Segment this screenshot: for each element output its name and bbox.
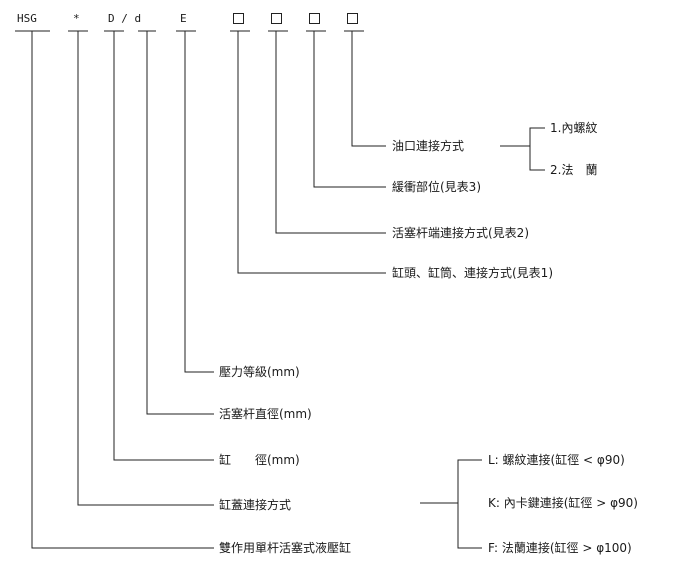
- oil-port-label: 油口連接方式: [392, 139, 465, 153]
- head-tube-label: 缸頭、缸筒、連接方式(見表1): [392, 266, 553, 280]
- cushion-label: 緩衝部位(見表3): [392, 180, 481, 194]
- code-box-3: □: [309, 13, 320, 24]
- bore-label: 缸 徑(mm): [219, 453, 300, 467]
- cap-connection-label: 缸蓋連接方式: [219, 498, 292, 512]
- rod-diameter-label: 活塞杆直徑(mm): [219, 407, 312, 421]
- code-box-4: □: [347, 13, 358, 24]
- pressure-label: 壓力等級(mm): [219, 365, 300, 379]
- star-code: *: [73, 12, 80, 25]
- cap-option-L: L: 螺紋連接(缸徑 < φ90): [488, 453, 625, 467]
- cylinder-type-label: 雙作用單杆活塞式液壓缸: [219, 541, 352, 555]
- code-box-2: □: [271, 13, 282, 24]
- oil-option-flange: 2.法 蘭: [550, 163, 598, 177]
- pressure-code: E: [180, 12, 187, 25]
- cap-option-F: F: 法蘭連接(缸徑 > φ100): [488, 541, 632, 555]
- bore-rod-code: D / d: [108, 12, 142, 25]
- series-code: HSG: [17, 12, 37, 25]
- cap-option-K: K: 內卡鍵連接(缸徑 > φ90): [488, 496, 638, 510]
- oil-option-internal-thread: 1.內螺紋: [550, 121, 598, 135]
- code-box-1: □: [233, 13, 244, 24]
- rod-end-label: 活塞杆端連接方式(見表2): [392, 226, 529, 240]
